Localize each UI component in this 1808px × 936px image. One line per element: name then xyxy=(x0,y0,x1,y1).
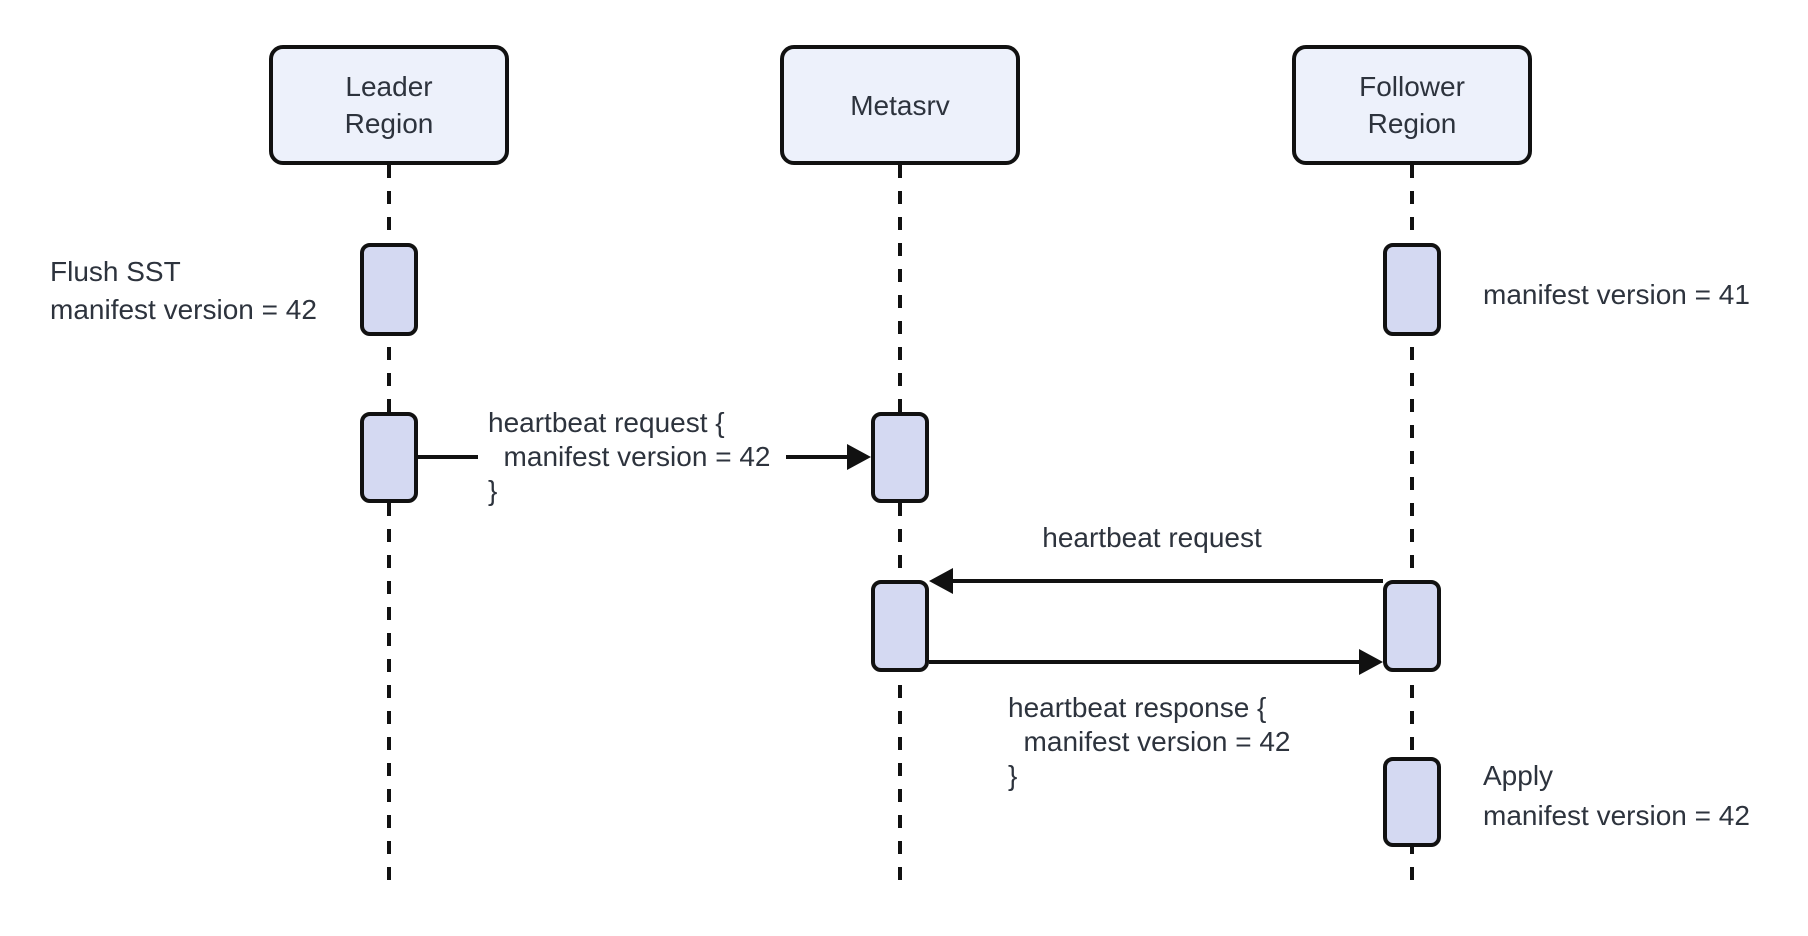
lifeline-leader-region xyxy=(387,165,391,880)
activation-leader-heartbeat xyxy=(360,412,418,503)
message-label-line: manifest version = 42 xyxy=(1008,726,1291,757)
message-label-line: heartbeat request { xyxy=(488,407,725,438)
message-label-heartbeat-response: heartbeat response { manifest version = … xyxy=(998,691,1307,793)
activation-metasrv-recv-follower xyxy=(871,580,929,672)
note-line: Apply xyxy=(1483,760,1554,791)
activation-metasrv-recv-leader xyxy=(871,412,929,503)
note-line: manifest version = 42 xyxy=(50,294,317,325)
activation-follower-heartbeat xyxy=(1383,580,1441,672)
participant-box-metasrv: Metasrv xyxy=(780,45,1020,165)
participant-label: Metasrv xyxy=(850,89,950,121)
participant-label: Region xyxy=(1367,108,1457,139)
arrowhead-heartbeat-request-follower xyxy=(929,568,953,594)
arrowhead-heartbeat-request-leader xyxy=(847,444,871,470)
lifeline-follower-region xyxy=(1410,165,1414,880)
message-label-line: } xyxy=(488,475,498,506)
note-line: manifest version = 42 xyxy=(1483,800,1750,831)
participant-label: Region xyxy=(344,108,434,139)
message-label-line: heartbeat request xyxy=(1042,522,1262,553)
note-manifest-41: manifest version = 41 xyxy=(1483,276,1750,314)
note-line: manifest version = 41 xyxy=(1483,279,1750,310)
activation-follower-stale xyxy=(1383,243,1441,336)
message-label-heartbeat-request-follower: heartbeat request xyxy=(1042,521,1262,555)
note-flush-sst: Flush SST manifest version = 42 xyxy=(50,253,317,329)
activation-leader-flush xyxy=(360,243,418,336)
note-line: Flush SST xyxy=(50,256,181,287)
note-apply-42: Apply manifest version = 42 xyxy=(1483,756,1750,836)
participant-label: Leader xyxy=(345,71,433,102)
message-label-line: manifest version = 42 xyxy=(488,441,771,472)
activation-follower-apply xyxy=(1383,757,1441,847)
participant-label: Follower xyxy=(1359,71,1465,102)
message-label-line: heartbeat response { xyxy=(1008,692,1267,723)
arrowhead-heartbeat-response xyxy=(1359,649,1383,675)
message-label-line: } xyxy=(1008,760,1018,791)
message-label-heartbeat-request-leader: heartbeat request { manifest version = 4… xyxy=(478,406,787,508)
lifeline-metasrv xyxy=(898,165,902,880)
